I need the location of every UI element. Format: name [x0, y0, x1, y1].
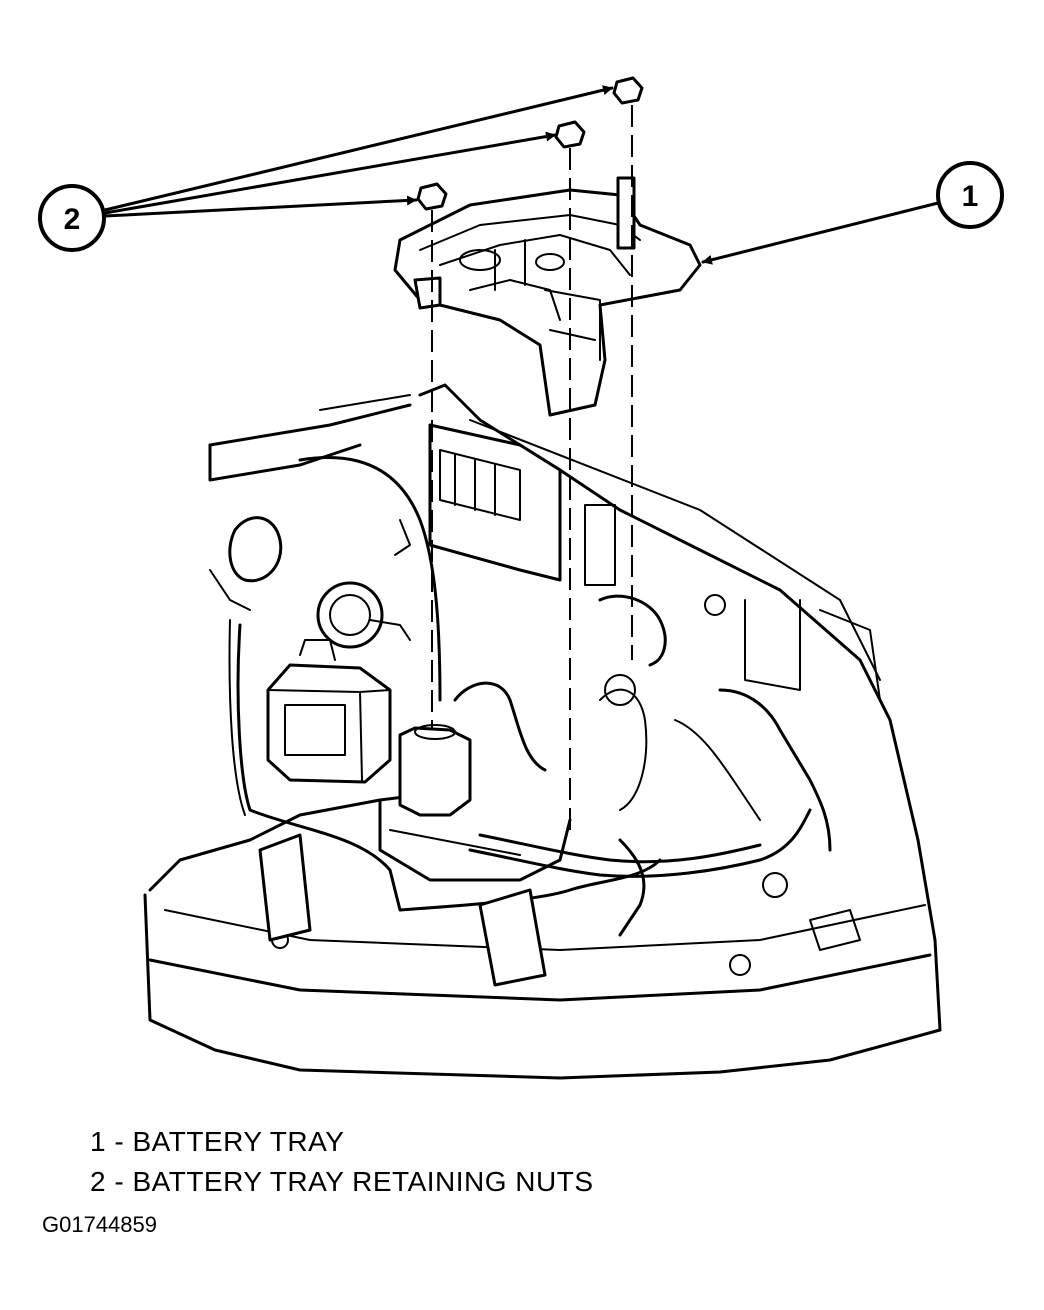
retaining-nut-2 [554, 120, 586, 149]
battery-tray [393, 176, 702, 417]
strut-tower [378, 724, 572, 882]
retaining-nut-3 [416, 182, 448, 211]
figure-id: G01744859 [42, 1212, 157, 1237]
legend-item-retaining-nuts: 2 - BATTERY TRAY RETAINING NUTS [90, 1166, 594, 1197]
callout-2: 2 [38, 184, 106, 252]
retaining-nuts [416, 76, 644, 211]
callout-1: 1 [936, 161, 1004, 229]
callout-2-label: 2 [64, 203, 81, 236]
brake-booster [228, 516, 411, 649]
callout-leaders [103, 85, 940, 265]
abs-module [266, 639, 392, 784]
retaining-nut-1 [612, 76, 644, 105]
battery-tray-diagram: 1 2 [38, 76, 1004, 1080]
callout-1-label: 1 [962, 180, 979, 213]
legend: 1 - BATTERY TRAY 2 - BATTERY TRAY RETAIN… [90, 1122, 594, 1202]
wiring-harness [209, 456, 832, 976]
legend-item-battery-tray: 1 - BATTERY TRAY [90, 1126, 345, 1157]
front-bracket [258, 833, 861, 987]
engine-compartment [143, 383, 942, 1080]
relay-box [428, 423, 616, 586]
alignment-lines [431, 105, 633, 830]
